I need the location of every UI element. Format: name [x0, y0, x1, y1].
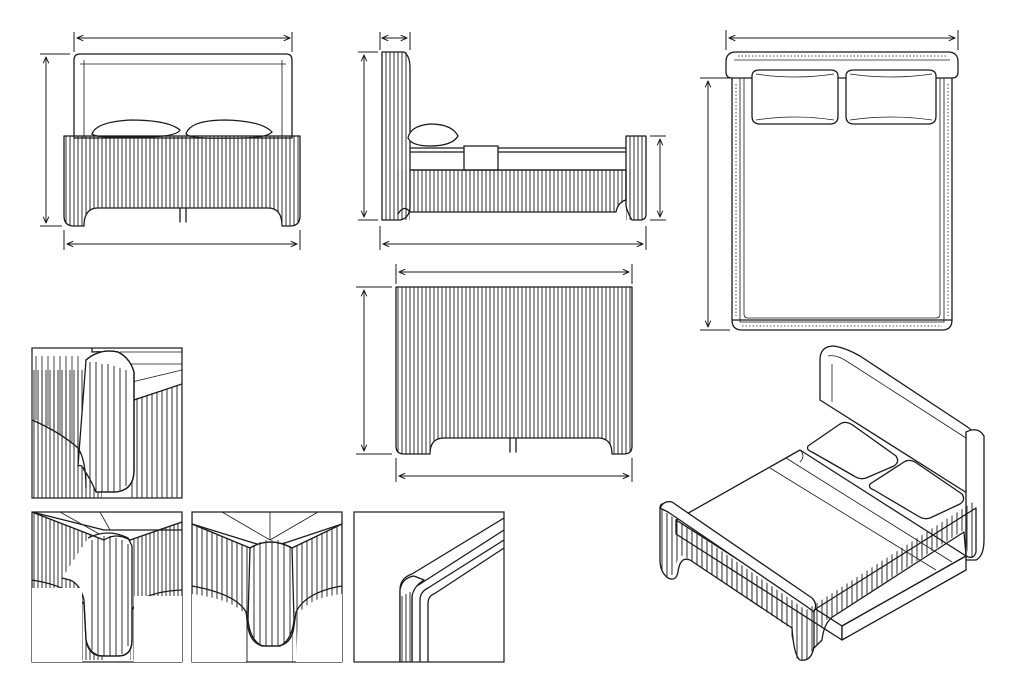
isometric-view	[659, 345, 985, 661]
side-elevation	[358, 32, 666, 250]
iso-pillow-back	[806, 421, 899, 480]
detail-leg-left	[31, 511, 183, 663]
footboard-elevation	[356, 264, 633, 482]
pillow-left	[91, 119, 181, 138]
iso-pillow-front	[868, 459, 965, 520]
plan-pillow-left	[751, 69, 839, 125]
detail-headboard-edge	[353, 511, 505, 663]
detail-leg-right	[191, 511, 343, 663]
front-elevation	[40, 32, 301, 250]
plan-view	[700, 30, 959, 331]
plan-pillow-right	[845, 69, 937, 125]
side-pillow	[407, 123, 459, 147]
detail-footboard-corner	[31, 347, 183, 499]
